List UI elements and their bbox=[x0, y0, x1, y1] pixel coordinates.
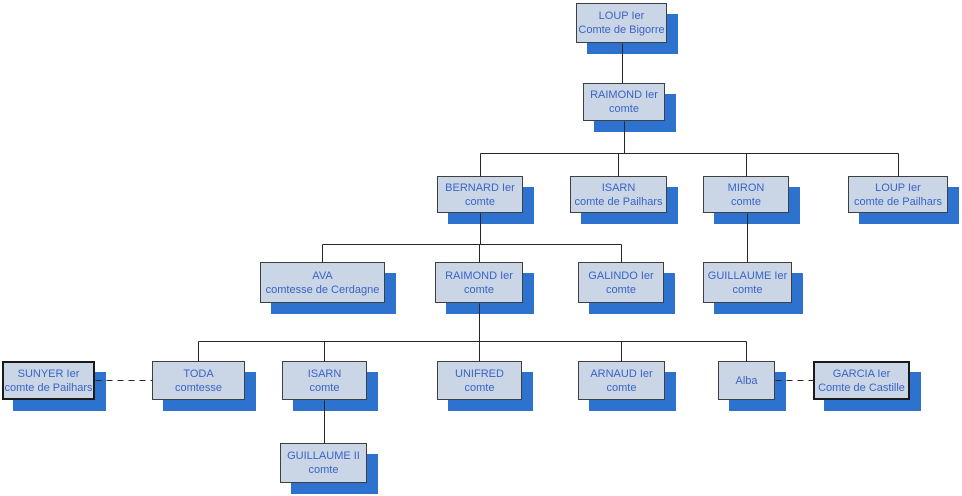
node-label: comte bbox=[464, 283, 494, 296]
node-label: comte bbox=[465, 195, 495, 208]
node-label: comte bbox=[732, 283, 763, 296]
node-label: GARCIA Ier bbox=[832, 367, 891, 380]
tree-node-guillaume-2: GUILLAUME II comte bbox=[280, 443, 367, 483]
node-label: comte bbox=[309, 381, 340, 394]
node-label: LOUP Ier bbox=[598, 10, 645, 22]
node-label: comte bbox=[606, 283, 636, 296]
node-label: Alba bbox=[735, 374, 758, 387]
node-label: TODA bbox=[183, 367, 214, 380]
node-label: comte bbox=[308, 464, 339, 476]
node-label: comte de Pailhars bbox=[4, 381, 93, 394]
node-label: ISARN bbox=[307, 367, 342, 380]
node-label: AVA bbox=[312, 269, 333, 282]
tree-node-raimond-1er-gen2: RAIMOND Ier comte bbox=[583, 83, 665, 121]
node-label: ARNAUD Ier bbox=[590, 367, 653, 380]
node-label: RAIMOND Ier bbox=[445, 269, 513, 282]
node-label: GALINDO Ier bbox=[588, 269, 654, 282]
node-label: GUILLAUME II bbox=[287, 450, 360, 462]
node-label: Comte de Castille bbox=[818, 381, 905, 394]
node-label: comtesse de Cerdagne bbox=[265, 283, 380, 296]
node-label: RAIMOND Ier bbox=[590, 89, 658, 101]
node-label: ISARN bbox=[601, 181, 636, 194]
node-label: GUILLAUME Ier bbox=[707, 269, 788, 282]
node-label: comte bbox=[606, 381, 637, 394]
node-label: comte de Pailhars bbox=[853, 195, 943, 208]
node-label: comtesse bbox=[174, 381, 223, 394]
node-label: MIRON bbox=[727, 181, 765, 194]
node-label: comte bbox=[464, 381, 495, 394]
node-label: LOUP Ier bbox=[875, 181, 921, 194]
node-label: SUNYER Ier bbox=[17, 367, 80, 380]
tree-node-alba: Alba bbox=[718, 361, 775, 400]
node-label: comte bbox=[609, 103, 639, 115]
node-label: BERNARD Ier bbox=[445, 181, 515, 194]
node-label: comte bbox=[731, 195, 761, 208]
node-label: Comte de Bigorre bbox=[578, 24, 665, 36]
node-label: UNIFRED bbox=[455, 367, 504, 380]
node-label: comte de Pailhars bbox=[574, 195, 663, 208]
